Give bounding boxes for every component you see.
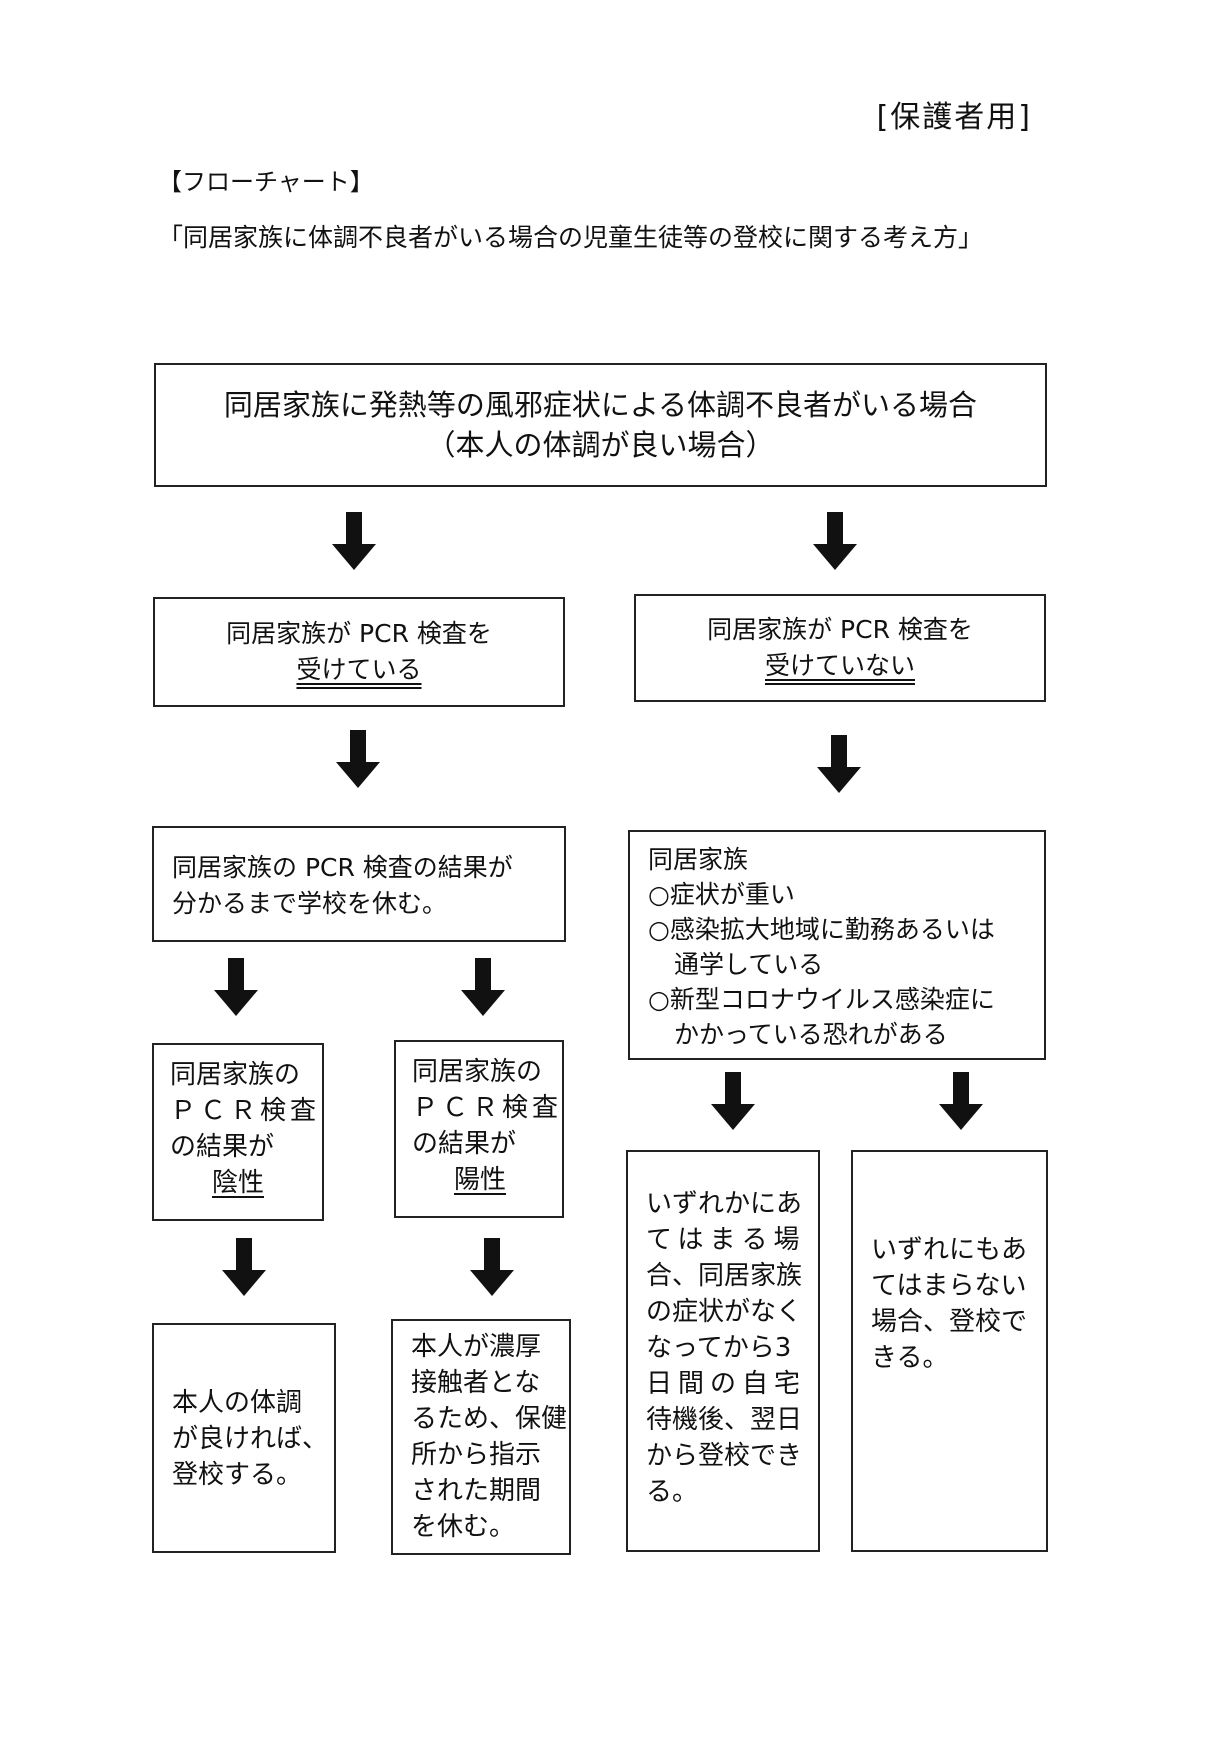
positive-outcome-line: を休む。 [411, 1512, 516, 1542]
negative-outcome-line: 登校する。 [172, 1460, 303, 1490]
pcr-taken-line1: 同居家族が PCR 検査を [226, 619, 492, 648]
arrow-down-icon [332, 512, 376, 570]
condition-item: かかっている恐れがある [674, 1020, 948, 1049]
any-applies-line: る。 [646, 1477, 699, 1507]
condition-item: 通学している [674, 950, 824, 979]
positive-outcome-line: 接触者とな [411, 1368, 541, 1398]
flow-start-box: 同居家族に発熱等の風邪症状による体調不良者がいる場合 （本人の体調が良い場合） [154, 363, 1047, 487]
positive-outcome-line: 本人が濃厚 [411, 1332, 542, 1362]
negative-outcome-line: 本人の体調 [172, 1388, 303, 1418]
any-applies-line: 待機後、翌日 [646, 1405, 803, 1435]
none-applies-line: 場合、登校で [871, 1307, 1028, 1337]
wait-result-line1: 同居家族の PCR 検査の結果が [172, 853, 513, 882]
arrow-down-icon [214, 958, 258, 1016]
any-applies-line: 合、同居家族 [646, 1261, 803, 1291]
any-applies-line: 日間の自宅 [646, 1369, 807, 1399]
none-applies-line: きる。 [871, 1343, 949, 1373]
any-applies-line: てはまる場 [646, 1225, 806, 1255]
positive-outcome-line: 所から指示 [411, 1440, 542, 1470]
arrow-down-icon [336, 730, 380, 788]
positive-result: 陽性 [454, 1165, 507, 1195]
negative-line3: の結果が [170, 1132, 275, 1162]
arrow-down-icon [461, 958, 505, 1016]
pcr-not-taken-line2: 受けていない [764, 651, 915, 680]
positive-line1: 同居家族の [412, 1057, 543, 1087]
any-applies-line: から登校でき [646, 1441, 803, 1471]
conditions-heading: 同居家族 [648, 845, 749, 874]
negative-outcome-box: 本人の体調 が良ければ、 登校する。 [152, 1323, 336, 1553]
pcr-not-taken-box: 同居家族が PCR 検査を 受けていない [634, 594, 1046, 702]
negative-box: 同居家族の ＰＣＲ検査 の結果が 陰性 [152, 1043, 324, 1221]
positive-outcome-line: された期間 [411, 1476, 542, 1506]
positive-line3: の結果が [412, 1129, 517, 1159]
positive-outcome-line: るため、保健 [411, 1404, 568, 1434]
arrow-down-icon [939, 1072, 983, 1130]
none-applies-line: てはまらない [871, 1271, 1027, 1301]
pcr-taken-line2: 受けている [296, 655, 422, 684]
negative-result: 陰性 [212, 1168, 265, 1198]
arrow-down-icon [813, 512, 857, 570]
conditions-box: 同居家族 ○症状が重い ○感染拡大地域に勤務あるいは 通学している ○新型コロナ… [628, 830, 1046, 1060]
any-applies-box: いずれかにあ てはまる場 合、同居家族 の症状がなく なってから3 日間の自宅 … [626, 1150, 820, 1552]
arrow-down-icon [817, 735, 861, 793]
flow-start-line2: （本人の体調が良い場合） [426, 428, 775, 462]
negative-outcome-line: が良ければ、 [172, 1424, 329, 1454]
negative-line1: 同居家族の [170, 1060, 301, 1090]
wait-result-box: 同居家族の PCR 検査の結果が 分かるまで学校を休む。 [152, 826, 566, 942]
section-label: 【フローチャート】 [158, 168, 374, 196]
condition-item: ○感染拡大地域に勤務あるいは [648, 915, 995, 944]
flow-start-line1: 同居家族に発熱等の風邪症状による体調不良者がいる場合 [223, 388, 978, 422]
condition-item: ○症状が重い [648, 880, 795, 909]
positive-outcome-box: 本人が濃厚 接触者とな るため、保健 所から指示 された期間 を休む。 [391, 1319, 571, 1555]
positive-line2: ＰＣＲ検査 [412, 1093, 563, 1123]
negative-line2: ＰＣＲ検査 [170, 1096, 321, 1126]
wait-result-line2: 分かるまで学校を休む。 [172, 889, 448, 918]
positive-box: 同居家族の ＰＣＲ検査 の結果が 陽性 [394, 1040, 564, 1218]
pcr-taken-box: 同居家族が PCR 検査を 受けている [153, 597, 565, 707]
none-applies-box: いずれにもあ てはまらない 場合、登校で きる。 [851, 1150, 1048, 1552]
pcr-not-taken-line1: 同居家族が PCR 検査を [707, 615, 973, 644]
any-applies-line: いずれかにあ [646, 1189, 803, 1219]
document-title: 「同居家族に体調不良者がいる場合の児童生徒等の登校に関する考え方」 [158, 223, 984, 252]
none-applies-line: いずれにもあ [871, 1235, 1028, 1265]
audience-label: [保護者用] [876, 100, 1032, 135]
any-applies-line: なってから3 [646, 1333, 792, 1363]
condition-item: ○新型コロナウイルス感染症に [648, 985, 995, 1014]
arrow-down-icon [222, 1238, 266, 1296]
any-applies-line: の症状がなく [646, 1297, 803, 1327]
arrow-down-icon [711, 1072, 755, 1130]
arrow-down-icon [470, 1238, 514, 1296]
